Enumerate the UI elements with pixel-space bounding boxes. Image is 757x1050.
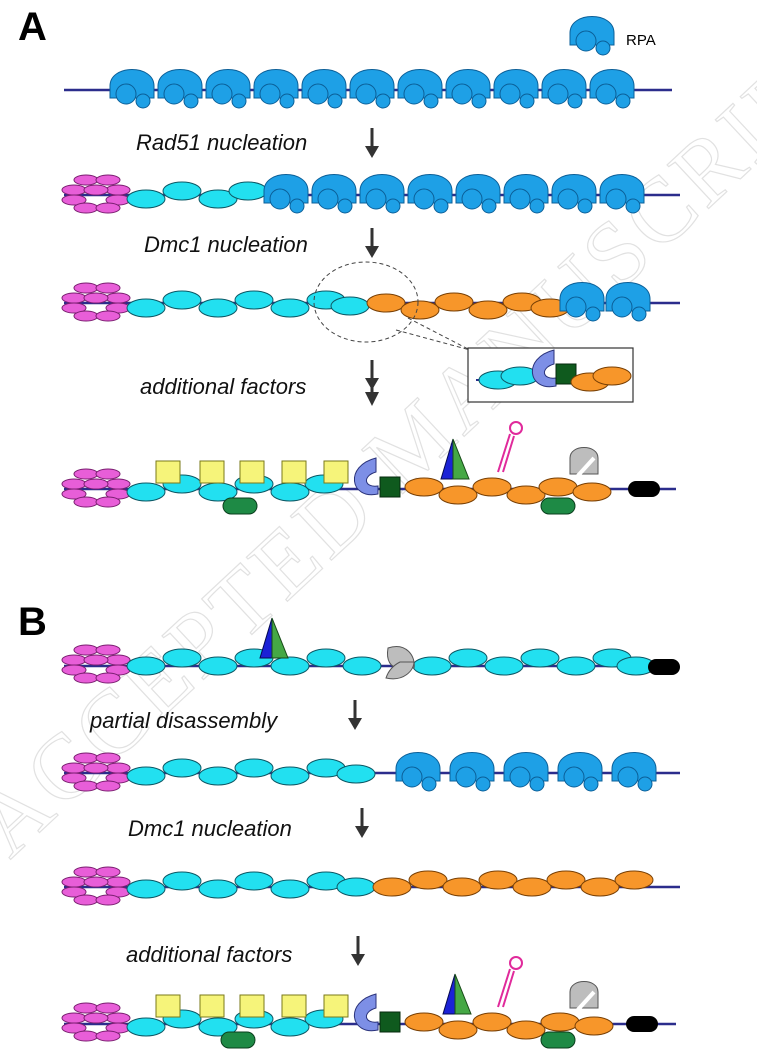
- row-a2-rad51-nucleated: [61, 174, 680, 214]
- step-arrow: [363, 226, 381, 260]
- row-b3-dmc1-nucleated: [61, 866, 680, 906]
- step-label-rad51-nucleation: Rad51 nucleation: [136, 130, 307, 155]
- panel-label-b: B: [18, 600, 47, 644]
- panel-label-a: A: [18, 5, 47, 49]
- row-a4-mature-filament: [61, 421, 676, 515]
- rpa-legend: RPA: [569, 16, 656, 56]
- step-label-dmc1-nucleation-b: Dmc1 nucleation: [128, 816, 292, 841]
- zoom-circle: [313, 261, 419, 343]
- rpa-legend-label: RPA: [626, 32, 656, 49]
- step-label-partial-disassembly: partial disassembly: [89, 708, 279, 733]
- step-arrow: [353, 806, 371, 840]
- loader-ring-icon: [61, 174, 131, 214]
- step-arrow: [349, 934, 367, 968]
- step-arrow: [346, 698, 364, 732]
- junction-inset: [467, 347, 634, 403]
- row-b4-mature-filament: [61, 956, 676, 1049]
- rpa-legend-icon: [569, 16, 615, 56]
- step-label-additional-factors: additional factors: [140, 374, 306, 399]
- row-b2-partial-disassembly: [61, 752, 680, 792]
- row-a1-rpa-coated-ssdna: [64, 69, 672, 109]
- step-arrow: [363, 126, 381, 160]
- step-label-additional-factors-b: additional factors: [126, 942, 292, 967]
- step-label-dmc1-nucleation: Dmc1 nucleation: [144, 232, 308, 257]
- row-b1-rad51-filament: [61, 617, 680, 684]
- watermark-text: ACCEPTED MANUSCRIPT: [0, 4, 757, 875]
- watermark: ACCEPTED MANUSCRIPT: [0, 3, 757, 875]
- row-a3-dmc1-nucleated: [61, 261, 680, 351]
